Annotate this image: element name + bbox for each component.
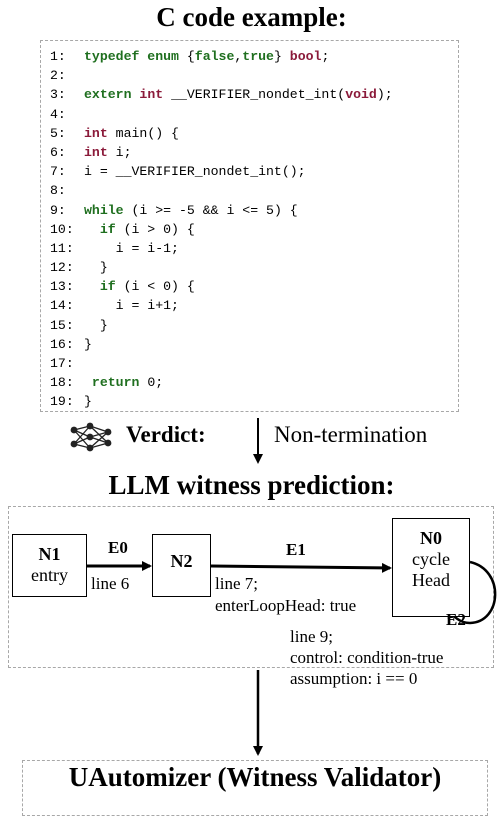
code-text: (i >= -5 && i <= 5) { <box>123 202 298 218</box>
code-text: main() { <box>107 125 179 141</box>
edge-e2-label-assumption: assumption: i == 0 <box>290 669 418 688</box>
validator-title: UAutomizer (Witness Validator) <box>68 762 442 792</box>
code-listing: 1: typedef enum {false,true} bool; 2: 3: ext… <box>50 47 393 412</box>
code-line: 17: <box>50 354 393 373</box>
line-number: 2: <box>50 68 66 84</box>
code-text: } <box>84 394 92 410</box>
code-type: void <box>345 87 377 103</box>
code-text: (i < 0) { <box>115 279 195 295</box>
code-type: int <box>84 144 108 160</box>
edge-e0-id: E0 <box>108 538 128 557</box>
code-text: } <box>84 317 108 333</box>
line-number: 13: <box>50 279 74 295</box>
code-type: int <box>84 125 108 141</box>
line-number: 5: <box>50 125 66 141</box>
code-line: 19:} <box>50 392 393 411</box>
code-line: 18: return 0; <box>50 373 393 392</box>
code-line: 9: while (i >= -5 && i <= 5) { <box>50 201 393 220</box>
code-keyword: while <box>84 202 124 218</box>
code-line: 14: i = i+1; <box>50 296 393 315</box>
code-line: 6: int i; <box>50 143 393 162</box>
code-line: 4: <box>50 105 393 124</box>
code-line: 8: <box>50 181 393 200</box>
code-line: 2: <box>50 66 393 85</box>
code-keyword: return <box>91 375 140 391</box>
line-number: 14: <box>50 298 74 314</box>
edge-e2-label-line: line 9; <box>290 627 333 646</box>
line-number: 4: <box>50 106 66 122</box>
code-line: 11: i = i-1; <box>50 239 393 258</box>
node-n1-id: N1 <box>38 544 61 564</box>
code-line: 1: typedef enum {false,true} bool; <box>50 47 393 66</box>
code-text: { <box>178 49 195 64</box>
edge-e1-label-line: line 7; <box>215 574 258 593</box>
code-line: 10: if (i > 0) { <box>50 220 393 239</box>
line-number: 18: <box>50 375 74 391</box>
code-keyword: false <box>194 49 235 64</box>
code-line: 15: } <box>50 316 393 335</box>
line-number: 1: <box>50 49 66 64</box>
code-text: i = __VERIFIER_nondet_int(); <box>84 164 306 180</box>
verdict-label: Verdict: <box>126 422 206 447</box>
code-line: 13: if (i < 0) { <box>50 277 393 296</box>
node-n1-text: entry <box>31 565 68 585</box>
code-text: i = i-1; <box>84 240 179 256</box>
llm-witness-title: LLM witness prediction: <box>108 470 395 500</box>
code-type: int <box>139 87 164 103</box>
line-number: 11: <box>50 240 74 256</box>
code-text: } <box>84 260 108 276</box>
code-text: } <box>84 336 92 352</box>
line-number: 16: <box>50 336 74 352</box>
code-keyword: extern <box>84 87 132 103</box>
code-panel <box>40 40 459 412</box>
node-n2-id: N2 <box>170 551 193 571</box>
node-n0-line2: Head <box>412 570 450 590</box>
validator-panel <box>22 760 488 816</box>
neural-network-icon <box>70 422 112 452</box>
line-number: 15: <box>50 317 74 333</box>
code-text: , <box>234 49 243 64</box>
edge-e1-arrow <box>210 562 392 573</box>
verdict-value: Non-termination <box>274 422 428 447</box>
line-number: 7: <box>50 164 66 180</box>
code-line: 12: } <box>50 258 393 277</box>
code-keyword: typedef enum <box>84 49 179 64</box>
edge-e1-label-enter: enterLoopHead: true <box>215 596 357 615</box>
code-keyword: if <box>99 279 116 295</box>
line-number: 17: <box>50 356 74 371</box>
code-text: ); <box>376 87 393 103</box>
line-number: 9: <box>50 202 66 218</box>
line-number: 3: <box>50 87 66 103</box>
code-text: (i > 0) { <box>115 221 195 237</box>
code-text: ; <box>321 49 330 64</box>
line-number: 10: <box>50 221 74 237</box>
edge-e0-label: line 6 <box>91 574 130 593</box>
node-n0: N0 cycle Head <box>392 518 470 617</box>
edge-e2-label-control: control: condition-true <box>290 648 444 667</box>
code-text: __VERIFIER_nondet_int( <box>163 87 346 103</box>
line-number: 19: <box>50 394 74 410</box>
code-line: 7: i = __VERIFIER_nondet_int(); <box>50 162 393 181</box>
code-line: 5: int main() { <box>50 124 393 143</box>
edge-e2-id: E2 <box>446 610 466 629</box>
node-n0-id: N0 <box>420 528 442 548</box>
code-text: 0; <box>139 375 164 391</box>
code-type: bool <box>289 49 322 64</box>
edge-e1-id: E1 <box>286 540 306 559</box>
code-line: 3: extern int __VERIFIER_nondet_int(void)… <box>50 85 393 104</box>
node-n0-line1: cycle <box>412 549 450 569</box>
line-number: 6: <box>50 144 66 160</box>
code-text: i = i+1; <box>84 298 179 314</box>
line-number: 12: <box>50 260 74 276</box>
code-line: 16:} <box>50 335 393 354</box>
code-keyword: if <box>99 221 116 237</box>
node-n1: N1 entry <box>12 534 87 597</box>
code-example-title: C code example: <box>156 2 347 32</box>
code-text: } <box>273 49 290 64</box>
line-number: 8: <box>50 183 66 199</box>
code-text: i; <box>107 144 132 160</box>
code-keyword: true <box>242 49 274 64</box>
node-n2: N2 <box>152 534 211 597</box>
